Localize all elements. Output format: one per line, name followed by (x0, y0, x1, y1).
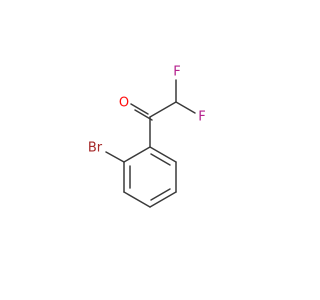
bond-carbonyl-to-chf2 (149, 101, 177, 118)
atom-labels: O F F Br (88, 65, 206, 156)
carbonyl-bond-a (130, 103, 149, 115)
ring-bond-c4-c5 (149, 191, 177, 208)
ring-bond-c3-c4 (123, 191, 151, 208)
ring-double-bond-c4-c5 (150, 188, 171, 201)
bromine-label: Br (88, 141, 103, 156)
bond-ring-to-bromine (105, 151, 125, 163)
bonds (105, 79, 196, 208)
oxygen-label: O (119, 96, 129, 111)
ring-double-bond-c6-c1 (150, 153, 171, 166)
ring-bond-c6-c1 (149, 146, 177, 163)
bond-chf2-to-f-right (175, 101, 196, 114)
fluorine-label-right: F (198, 110, 205, 125)
carbonyl-bond-b (134, 109, 153, 121)
ring-bond-c1-c2 (123, 146, 151, 163)
molecule-diagram: O F F Br (88, 65, 206, 208)
fluorine-label-top: F (173, 65, 180, 80)
